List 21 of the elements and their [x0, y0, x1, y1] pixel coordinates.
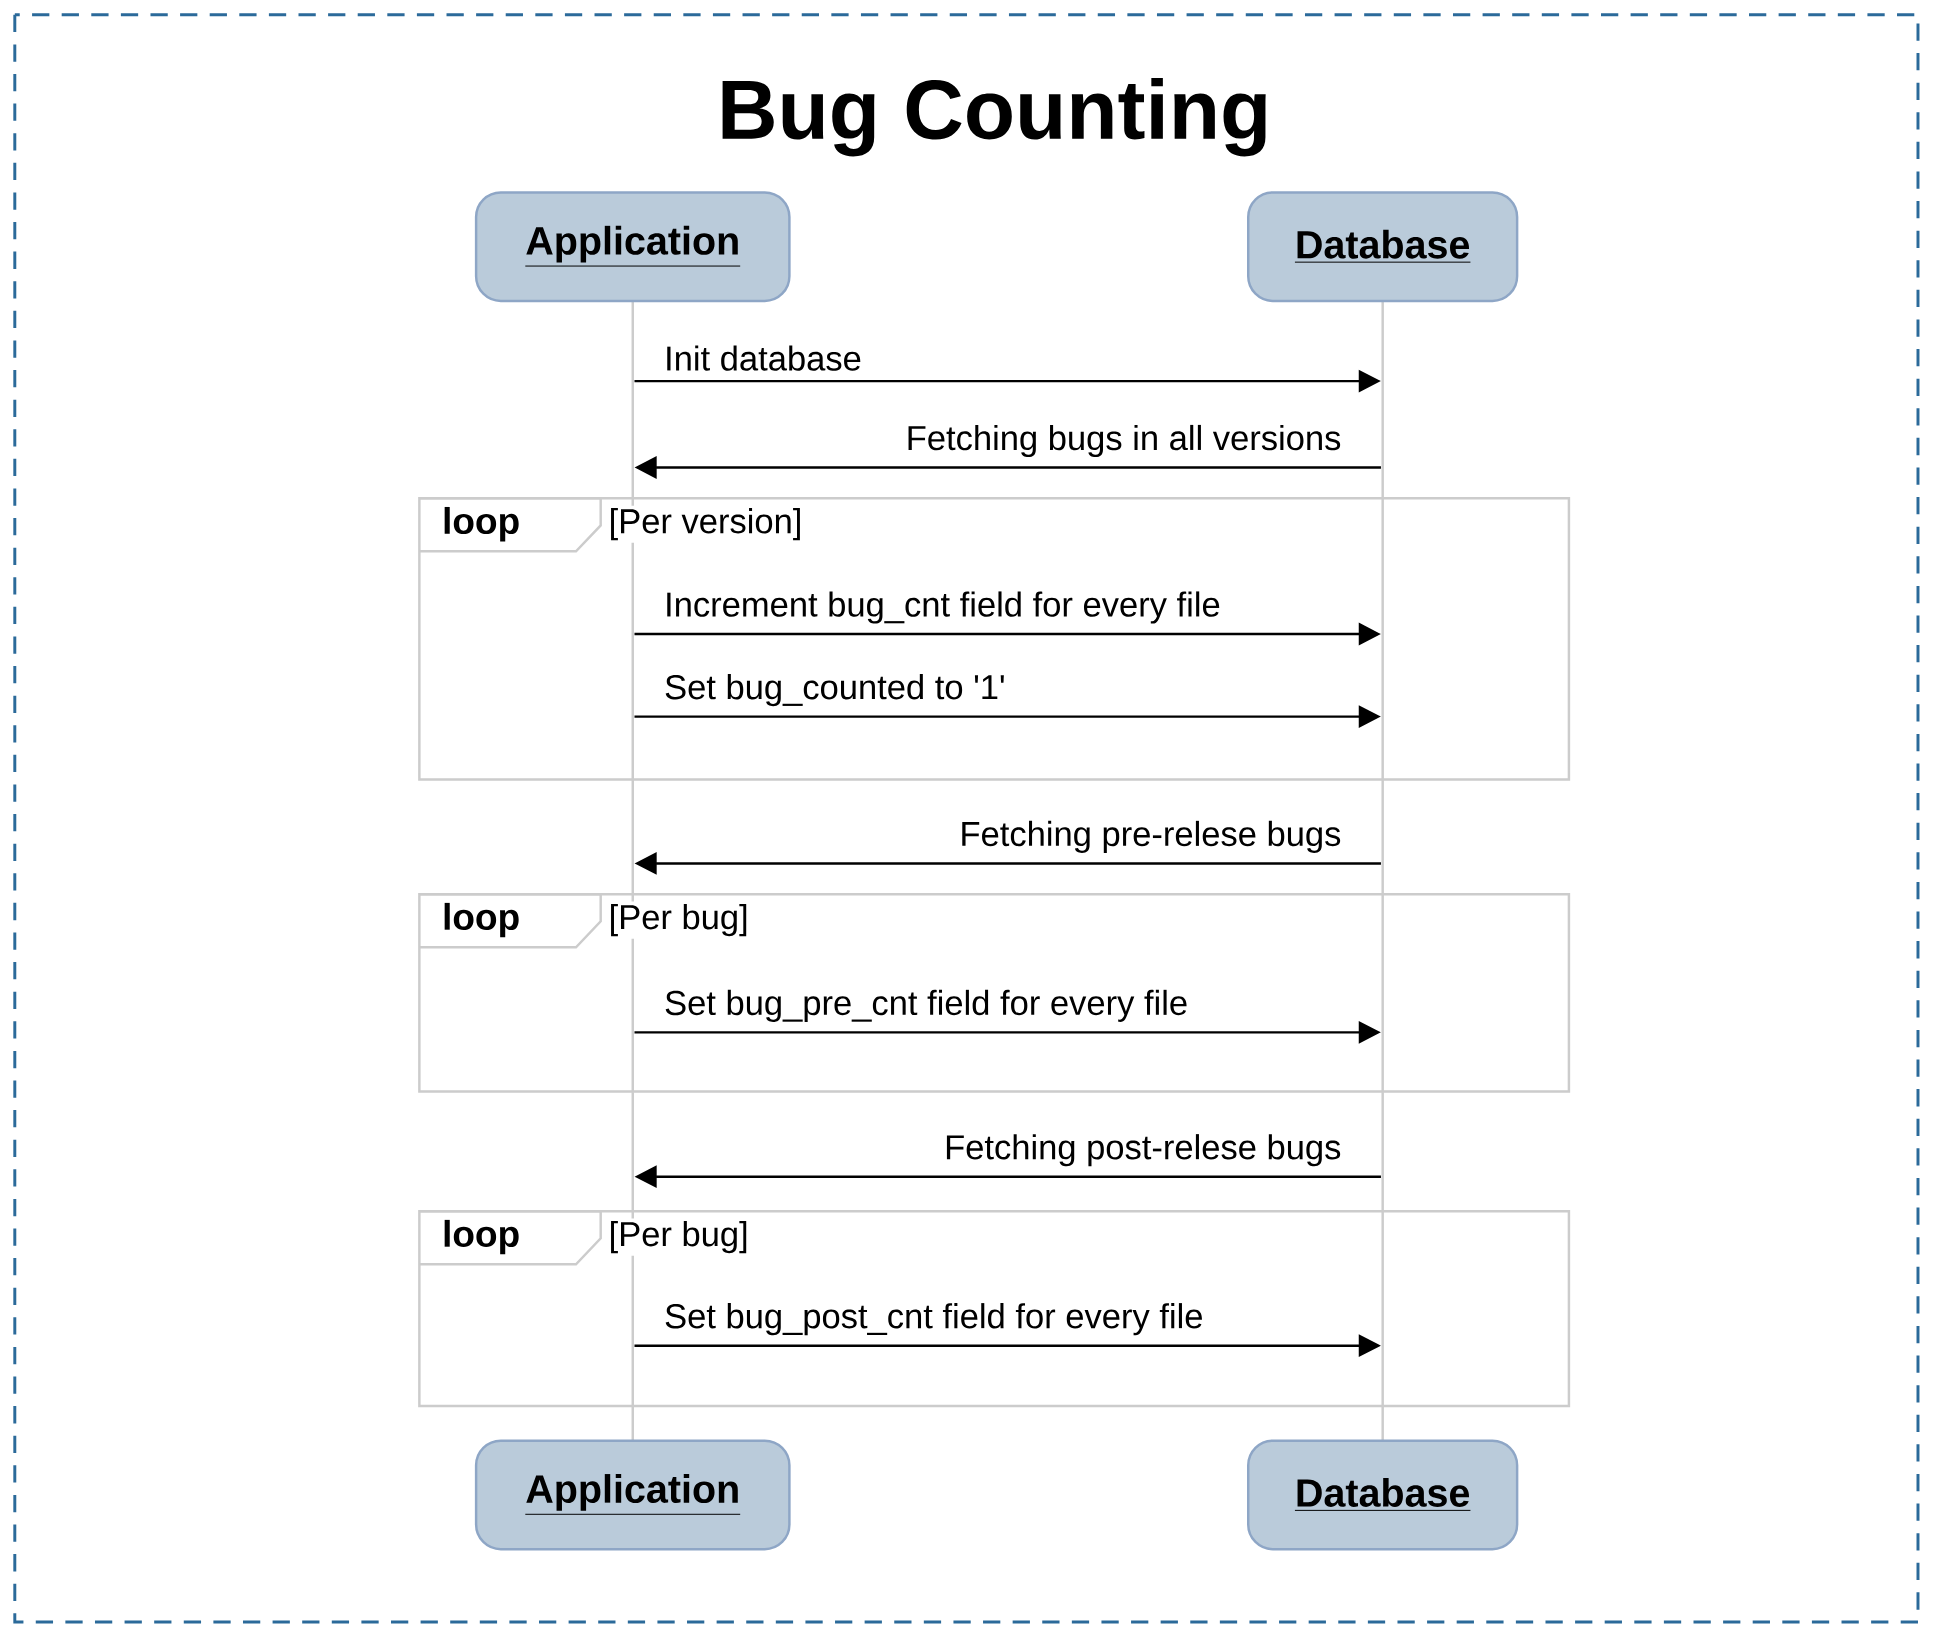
message-label: Fetching bugs in all versions	[903, 422, 1344, 460]
lifeline	[631, 779, 634, 895]
lifeline	[1381, 301, 1384, 499]
participant-box: Database	[1247, 191, 1519, 303]
message-label: Set bug_pre_cnt field for every file	[661, 987, 1191, 1025]
lifeline	[631, 1093, 634, 1212]
participant-box: Application	[474, 191, 791, 303]
message-label: Set bug_post_cnt field for every file	[661, 1300, 1206, 1338]
lifeline	[1381, 1093, 1384, 1212]
lifeline	[1381, 779, 1384, 895]
lifeline	[1381, 1406, 1384, 1441]
message-label: Increment bug_cnt field for every file	[661, 589, 1224, 627]
participant-box: Database	[1247, 1439, 1519, 1551]
lifeline	[631, 1406, 634, 1441]
participant-box: Application	[474, 1439, 791, 1551]
title: Bug Counting	[722, 78, 1266, 157]
message-label: Init database	[661, 343, 865, 374]
message-label: Fetching post-relese bugs	[941, 1131, 1344, 1170]
lifeline	[631, 301, 634, 499]
message-label: Fetching pre-relese bugs	[957, 818, 1344, 856]
message-label: Set bug_counted to '1'	[661, 671, 1009, 709]
